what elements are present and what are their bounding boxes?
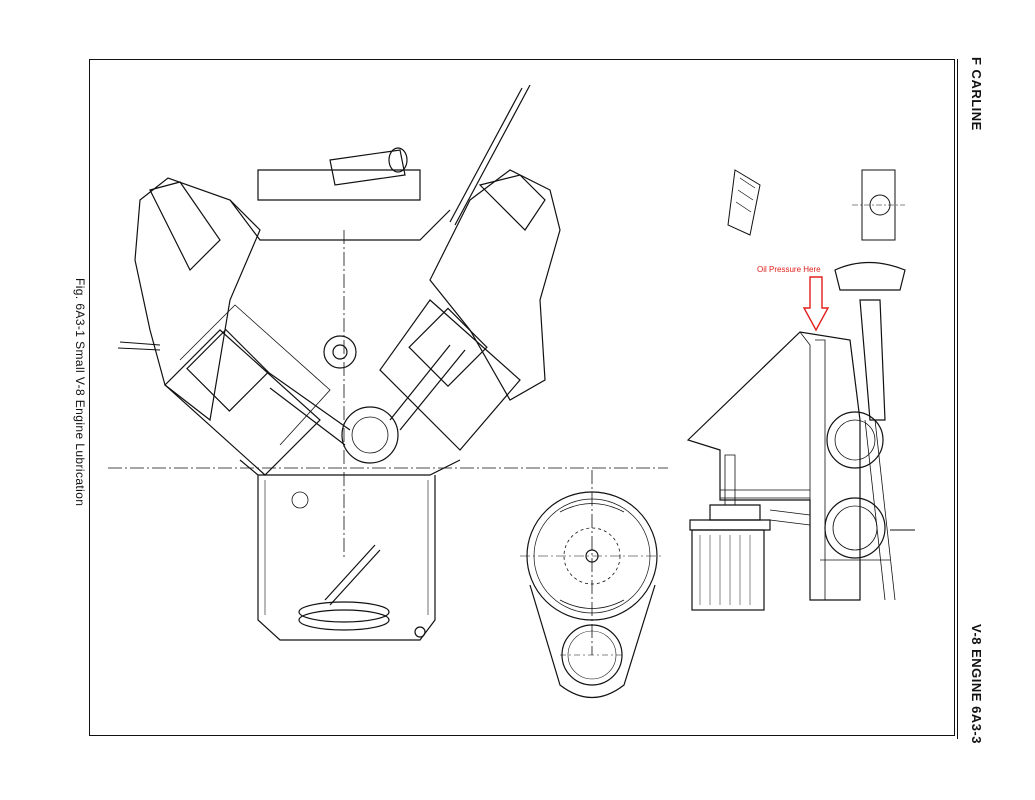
lubrication-block-section <box>686 261 915 611</box>
oil-pressure-arrow-icon <box>802 276 830 332</box>
oil-pressure-label: Oil Pressure Here <box>757 265 821 274</box>
header-divider <box>957 59 958 739</box>
valve-detail <box>727 169 905 241</box>
engine-cross-section <box>117 84 561 641</box>
timing-chain <box>520 491 664 698</box>
centerlines <box>108 230 668 655</box>
figure-frame <box>89 59 955 736</box>
